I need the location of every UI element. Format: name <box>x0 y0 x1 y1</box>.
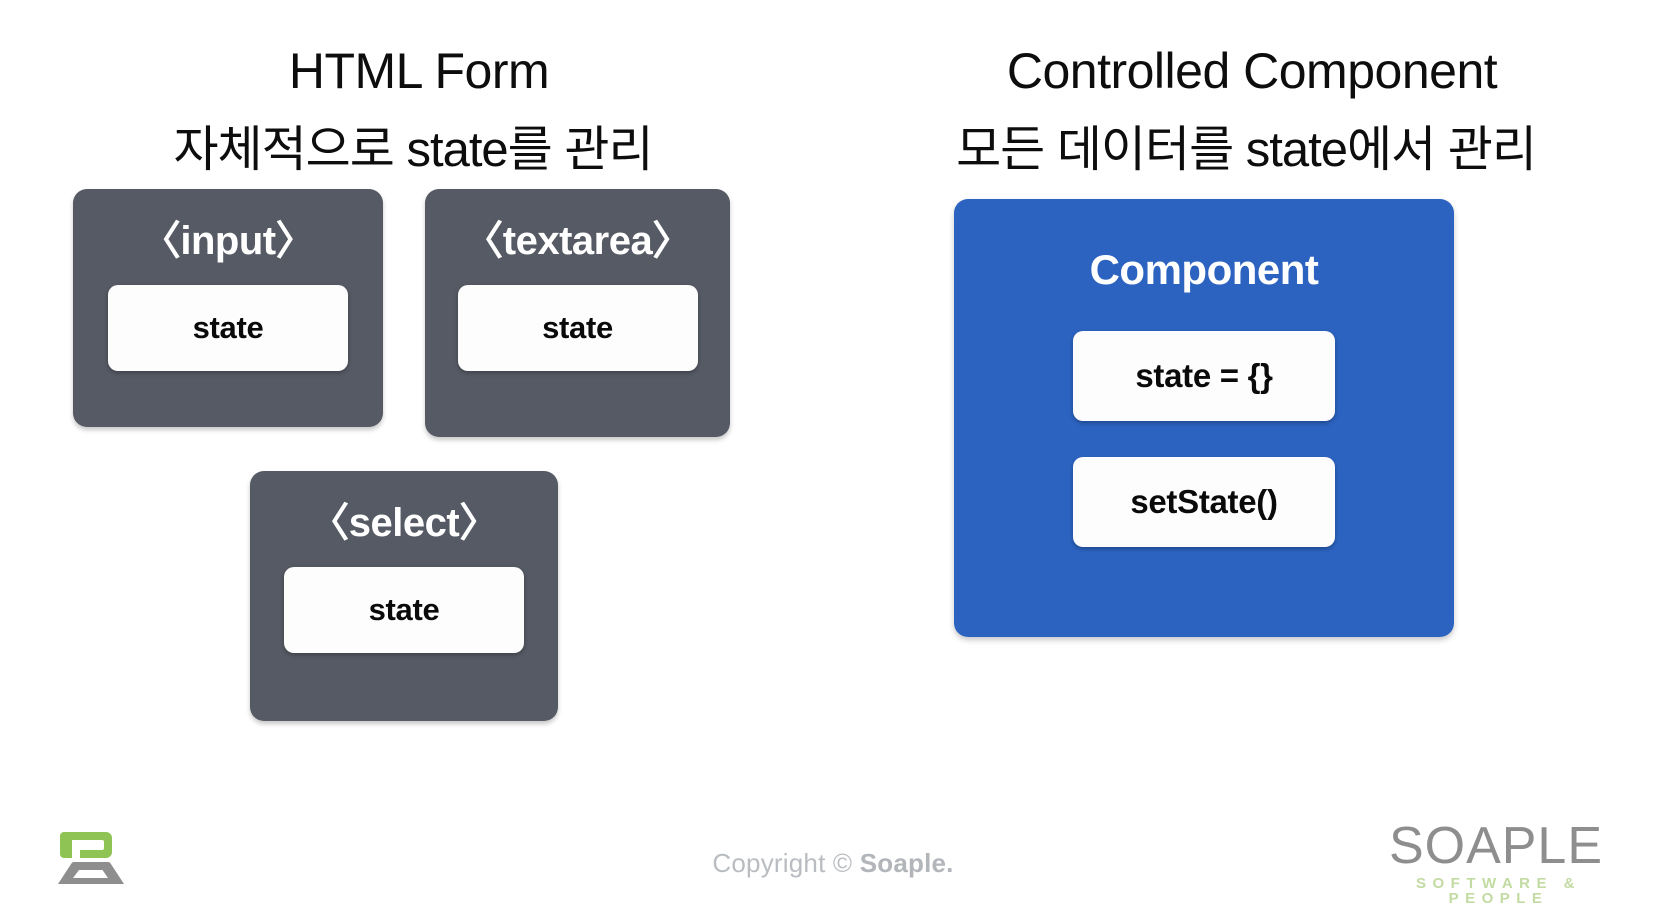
soaple-wordmark: SOAPLE <box>1388 817 1604 875</box>
component-state-label: state = {} <box>1135 357 1273 395</box>
soaple-mark-icon <box>46 828 132 890</box>
copyright-prefix: Copyright © <box>712 848 860 878</box>
left-column-title: HTML Form <box>288 43 550 99</box>
html-form-column: HTML Form 자체적으로 state를 관리 〈input〉 state … <box>0 0 820 800</box>
component-setstate-label: setState() <box>1130 483 1278 521</box>
component-box[interactable]: Component state = {} setState() <box>954 198 1454 637</box>
component-title: Component <box>1089 245 1319 293</box>
copyright-text: Copyright © Soaple. <box>0 848 1666 879</box>
textarea-state-label: state <box>542 310 613 346</box>
component-setstate-pill: setState() <box>1073 456 1335 547</box>
select-tag-label: 〈select〉 <box>309 500 499 545</box>
input-tag-label: 〈input〉 <box>140 218 316 263</box>
right-column-title: Controlled Component <box>1006 43 1498 99</box>
comparison-columns: HTML Form 자체적으로 state를 관리 〈input〉 state … <box>0 0 1666 800</box>
component-stage: Component state = {} setState() <box>820 189 1666 749</box>
right-column-subtitle: 모든 데이터를 state에서 관리 <box>956 123 1537 177</box>
input-state-label: state <box>192 310 264 346</box>
copyright-brand: Soaple. <box>859 848 954 878</box>
left-heading-block: HTML Form 자체적으로 state를 관리 <box>0 0 820 177</box>
select-element-box[interactable]: 〈select〉 state <box>250 470 558 721</box>
right-heading-block: Controlled Component 모든 데이터를 state에서 관리 <box>820 0 1666 177</box>
select-state-pill: state <box>284 566 524 653</box>
component-state-pill: state = {} <box>1073 330 1335 421</box>
textarea-tag-label: 〈textarea〉 <box>463 218 692 263</box>
input-element-box[interactable]: 〈input〉 state <box>73 188 383 427</box>
textarea-state-pill: state <box>457 284 698 371</box>
soaple-logo: SOAPLE SOFTWARE & PEOPLE <box>1362 820 1630 906</box>
left-column-subtitle: 자체적으로 state를 관리 <box>173 123 653 177</box>
textarea-element-box[interactable]: 〈textarea〉 state <box>425 188 730 437</box>
soaple-tagline: SOFTWARE & PEOPLE <box>1416 875 1581 907</box>
controlled-component-column: Controlled Component 모든 데이터를 state에서 관리 … <box>820 0 1666 800</box>
html-form-elements-stage: 〈input〉 state 〈textarea〉 state 〈select〉 … <box>0 188 820 749</box>
input-state-pill: state <box>108 284 348 371</box>
select-state-label: state <box>368 592 440 628</box>
slide-footer: Copyright © Soaple. SOAPLE SOFTWARE & PE… <box>0 800 1666 920</box>
